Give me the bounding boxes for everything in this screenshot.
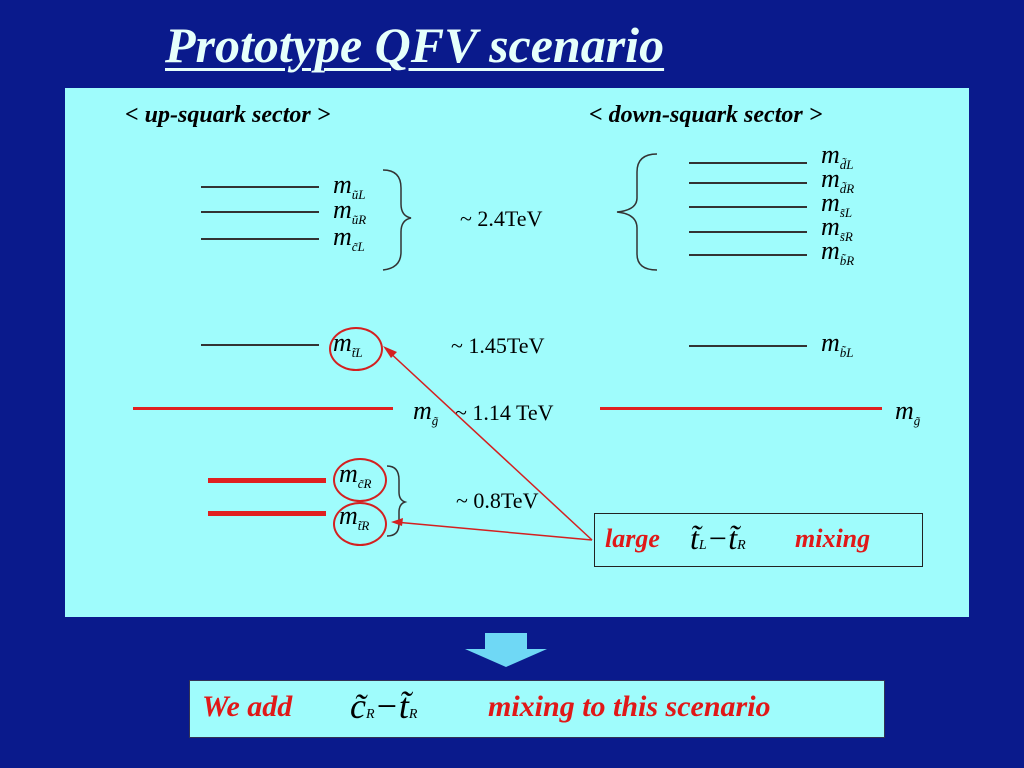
level-bR (689, 254, 807, 256)
energy-0p8: ~ 0.8TeV (456, 488, 539, 513)
energy-1p14: ~ 1.14 TeV (455, 400, 554, 425)
slide-title: Prototype QFV scenario (165, 17, 665, 73)
highlight-tR-circle (333, 502, 387, 546)
down-sector-header: < down-squark sector > (589, 102, 823, 128)
mass-label-cL: mc̃L (333, 222, 365, 255)
mass-label-uR: mũR (333, 195, 367, 228)
mass-label-sL: ms̃L (821, 188, 853, 221)
level-tR (208, 511, 326, 516)
highlight-cR-circle (333, 458, 387, 502)
mass-label-sR: ms̃R (821, 212, 853, 245)
level-bL (689, 345, 807, 347)
conclusion-box: We add c̃R−t̃R mixing to this scenario (189, 680, 885, 738)
energy-1p45: ~ 1.45TeV (451, 333, 545, 358)
mass-label-dR: md̃R (821, 164, 855, 197)
level-tL (201, 344, 319, 346)
level-gluino-right (600, 407, 882, 410)
mass-label-bR: mb̃R (821, 236, 855, 269)
level-dR (689, 182, 807, 184)
c-t-mixing-symbol: c̃R−t̃R (350, 686, 418, 726)
level-sL (689, 206, 807, 208)
mass-label-bL: mb̃L (821, 328, 854, 361)
mass-label-gluino-left: mg̃ (413, 396, 439, 429)
mixing-symbol: t̃L−t̃R (690, 520, 746, 556)
level-sR (689, 231, 807, 233)
level-gluino-left (133, 407, 393, 410)
mixing-large-text: large (605, 524, 660, 553)
mixing-word: mixing (795, 524, 871, 553)
scenario-text: mixing to this scenario (488, 690, 771, 723)
up-sector-header: < up-squark sector > (125, 102, 331, 128)
mass-label-uL: mũL (333, 170, 366, 203)
level-uR (201, 211, 319, 213)
we-add-text: We add (202, 690, 293, 723)
level-cR (208, 478, 326, 483)
spectrum-panel: < up-squark sector > < down-squark secto… (65, 88, 969, 617)
mixing-label-box: large t̃L−t̃R mixing (594, 513, 923, 567)
highlight-tL-circle (329, 327, 383, 371)
level-uL (201, 186, 319, 188)
braces-and-arrows (382, 153, 658, 541)
level-cL (201, 238, 319, 240)
level-dL (689, 162, 807, 164)
energy-2p4: ~ 2.4TeV (460, 206, 543, 231)
down-arrow-icon (465, 633, 547, 667)
mass-label-dL: md̃L (821, 140, 854, 173)
mass-label-gluino-right: mg̃ (895, 396, 921, 429)
